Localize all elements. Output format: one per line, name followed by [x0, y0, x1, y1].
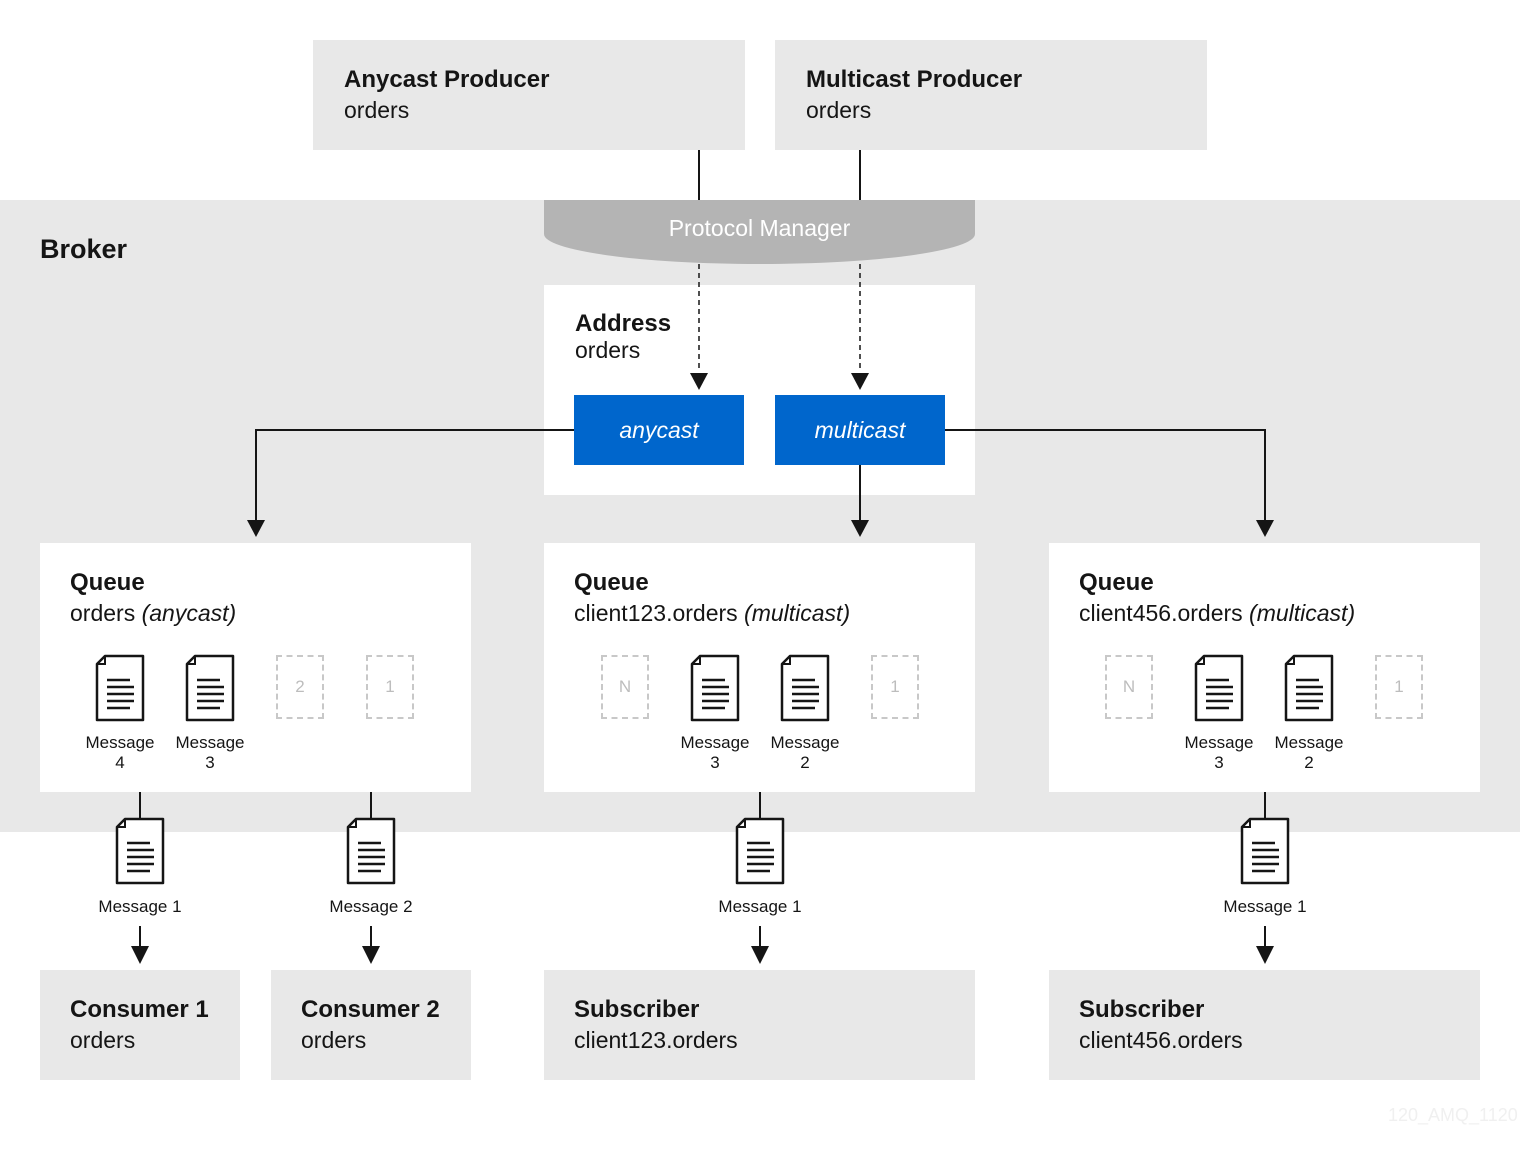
queue-title: Queue — [70, 569, 145, 596]
document-icon — [1283, 654, 1335, 727]
consumer-title: Consumer 2 — [301, 996, 440, 1023]
subscriber-client123-box: Subscriber client123.orders — [544, 970, 975, 1080]
consumer-title: Consumer 1 — [70, 996, 209, 1023]
empty-slot: 1 — [871, 655, 919, 719]
multicast-producer-address: orders — [806, 97, 872, 123]
broker-label: Broker — [40, 234, 128, 264]
subscriber-title: Subscriber — [1079, 996, 1205, 1023]
to-consumer1-arrowhead — [131, 946, 149, 964]
consumer-address: orders — [70, 1027, 136, 1053]
queue-title: Queue — [1079, 569, 1154, 596]
consumer-1-box: Consumer 1 orders — [40, 970, 240, 1080]
queue-name: client456.orders — [1079, 600, 1243, 626]
document-icon — [114, 817, 166, 890]
multicast-producer-title: Multicast Producer — [806, 66, 1023, 93]
protocol-manager: Protocol Manager — [544, 200, 975, 264]
anycast-routing-button[interactable]: anycast — [574, 395, 744, 465]
empty-slot: N — [601, 655, 649, 719]
address-name: orders — [575, 337, 641, 363]
queue-box-client456: Queue client456.orders (multicast) — [1049, 543, 1480, 792]
delivered-message-label: Message 1 — [1223, 897, 1307, 916]
queue-type: (anycast) — [141, 600, 237, 626]
queue-type: (multicast) — [1249, 600, 1356, 626]
anycast-producer-address: orders — [344, 97, 410, 123]
document-icon — [1239, 817, 1291, 890]
to-consumer2-arrowhead — [362, 946, 380, 964]
multicast-producer-box: Multicast Producer orders — [775, 40, 1207, 150]
subscriber-title: Subscriber — [574, 996, 700, 1023]
queue-box-client123: Queue client123.orders (multicast) — [544, 543, 975, 792]
subscriber-address: client123.orders — [574, 1027, 738, 1053]
queue-name: client123.orders — [574, 600, 738, 626]
subscriber-client456-box: Subscriber client456.orders — [1049, 970, 1480, 1080]
address-title: Address — [575, 310, 672, 337]
delivered-message-label: Message 1 — [98, 897, 182, 916]
document-icon — [184, 654, 236, 727]
queue-type: (multicast) — [744, 600, 851, 626]
document-icon — [779, 654, 831, 727]
anycast-producer-box: Anycast Producer orders — [313, 40, 745, 150]
consumer-2-box: Consumer 2 orders — [271, 970, 471, 1080]
multicast-routing-button[interactable]: multicast — [775, 395, 945, 465]
empty-slot: 1 — [366, 655, 414, 719]
anycast-producer-title: Anycast Producer — [344, 66, 550, 93]
document-icon — [734, 817, 786, 890]
empty-slot: 2 — [276, 655, 324, 719]
protocol-manager-label: Protocol Manager — [668, 215, 851, 241]
subscriber-address: client456.orders — [1079, 1027, 1243, 1053]
queue-title: Queue — [574, 569, 649, 596]
document-icon — [1193, 654, 1245, 727]
empty-slot: 1 — [1375, 655, 1423, 719]
document-icon — [345, 817, 397, 890]
to-subscriber2-arrowhead — [1256, 946, 1274, 964]
diagram-id-watermark: 120_AMQ_1120 — [1388, 1105, 1518, 1125]
to-subscriber1-arrowhead — [751, 946, 769, 964]
queue-name: orders — [70, 600, 136, 626]
empty-slot: N — [1105, 655, 1153, 719]
delivered-message-label: Message 1 — [718, 897, 802, 916]
document-icon — [94, 654, 146, 727]
document-icon — [689, 654, 741, 727]
delivered-message-label: Message 2 — [329, 897, 413, 916]
consumer-address: orders — [301, 1027, 367, 1053]
